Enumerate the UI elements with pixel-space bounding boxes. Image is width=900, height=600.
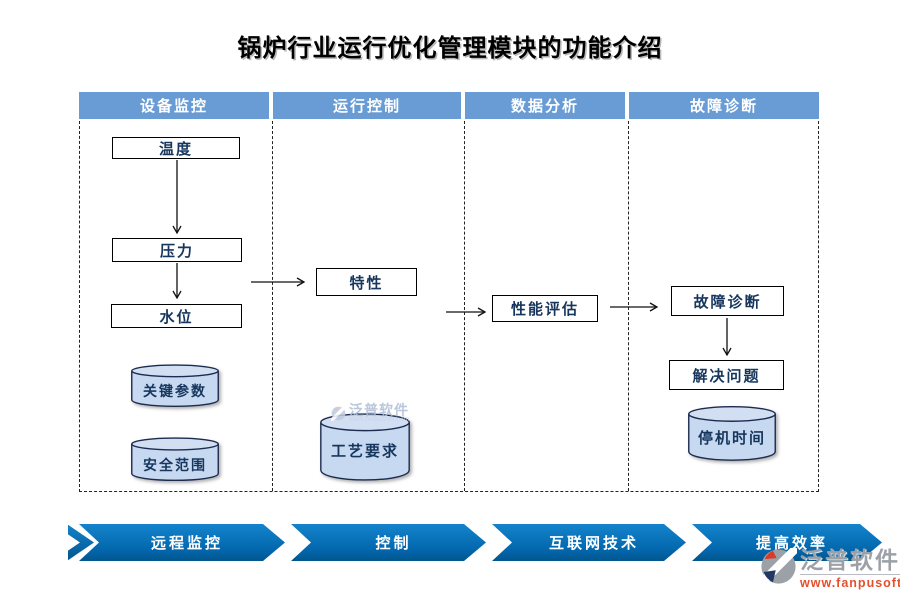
node-pressure: 压力 [112, 238, 242, 262]
datastore-key-parameters: 关键参数 [129, 364, 221, 407]
node-water-level: 水位 [111, 304, 242, 328]
node-label: 水位 [159, 308, 194, 326]
node-problem-solving: 解决问题 [669, 360, 784, 390]
chevron-label: 远程监控 [150, 535, 223, 552]
datastore-label: 工艺要求 [330, 442, 399, 460]
datastore-label: 停机时间 [697, 430, 766, 448]
node-characteristic: 特性 [316, 268, 417, 296]
node-label: 压力 [159, 242, 194, 260]
brand-name: 泛普软件 [800, 547, 900, 573]
chevron-control: 控制 [291, 524, 486, 561]
chevron-internet-technology: 互联网技术 [492, 524, 686, 561]
lane-divider [464, 121, 465, 491]
node-performance-evaluation: 性能评估 [492, 295, 598, 322]
node-label: 故障诊断 [693, 293, 762, 311]
page-title: 锅炉行业运行优化管理模块的功能介绍 [237, 36, 663, 62]
datastore-safety-range: 安全范围 [129, 437, 221, 481]
datastore-label: 关键参数 [143, 383, 207, 400]
node-fault-diagnosis: 故障诊断 [671, 286, 784, 316]
lane-header-fault-diagnosis: 故障诊断 [629, 92, 819, 119]
lane-divider [628, 121, 629, 491]
chevron-label: 提高效率 [755, 535, 828, 552]
lane-divider [272, 121, 273, 491]
cylinder-shape [129, 364, 221, 407]
cylinder-shape [129, 437, 221, 481]
brand-logo-icon [760, 548, 797, 585]
swimlane-area [79, 121, 819, 492]
brand-logo: 泛普软件 www.fanpusoft.com [760, 547, 900, 590]
node-label: 温度 [158, 140, 193, 158]
chevron-remote-monitoring: 远程监控 [79, 524, 285, 561]
chevron-label: 互联网技术 [548, 535, 639, 552]
cylinder-shape [686, 405, 778, 461]
lane-header-equipment-monitoring: 设备监控 [79, 92, 269, 119]
datastore-process-requirements: 工艺要求 [318, 412, 412, 481]
brand-website-link[interactable]: www.fanpusoft.com [800, 574, 900, 590]
node-temperature: 温度 [112, 137, 240, 159]
datastore-downtime: 停机时间 [686, 405, 778, 461]
lane-header-data-analysis: 数据分析 [465, 92, 625, 119]
lane-header-operation-control: 运行控制 [273, 92, 461, 119]
node-label: 解决问题 [692, 367, 761, 385]
datastore-label: 安全范围 [143, 456, 207, 473]
chevron-label: 控制 [375, 535, 412, 552]
node-label: 性能评估 [510, 301, 579, 318]
node-label: 特性 [349, 274, 384, 292]
